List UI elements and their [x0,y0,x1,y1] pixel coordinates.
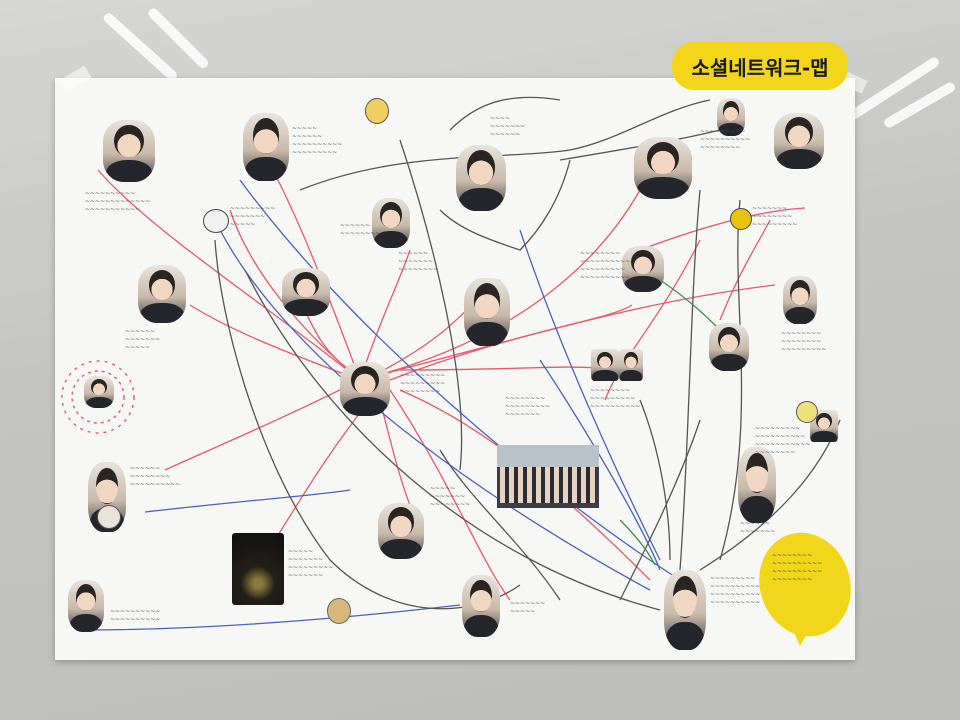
handwritten-note: ~~~~~~~~~~ ~~~~~~~~~~~~~ ~~~~~~~~~~~ [85,190,151,213]
rabbit-sticker-icon [365,98,389,124]
smiley-sticker-icon [203,209,229,233]
bear-sticker-icon [327,598,351,624]
handwritten-note: ~~~~~~~~~ ~~~~~~~~~~ ~~~~~~~~~~~ ~~~~~~~… [755,425,811,456]
handwritten-note: ~~~~~~~ ~~~~~~~~ ~~~~~~~~~ [752,205,798,228]
portrait-photo [68,580,104,632]
handwritten-note: ~~~~~~~~ ~~~~~~~~~~ ~~~~~~~~~ ~~~~~~~~~~ [580,250,631,281]
night-street-photo [232,533,284,605]
portrait-photo [717,98,745,136]
character-sticker-icon [97,505,121,529]
portrait-photo [84,376,114,408]
handwritten-note: ~~~~~ ~~~~~~ ~~~~~~~~~~ ~~~~~~~~~ [292,125,343,156]
portrait-photo [462,575,500,637]
handwritten-note: ~~~~~ ~~~~~~~ ~~~~~~~~ [430,485,471,508]
portrait-photo [783,276,817,324]
heart-doodles [61,360,135,434]
handwritten-note: ~~~~~~~~~ ~~~~~~~~~ ~~~~~~~~ [400,372,446,395]
face-sticker-icon [796,401,818,423]
handwritten-note: ~~~~~~~~ ~~~~~~~~ ~~~~~~~~~ [781,330,827,353]
handwritten-note: ~~~~~~ ~~~~~~~ [740,520,776,535]
handwritten-note: ~~~~~~ ~~~~~~~ ~~~~~ [125,328,161,351]
portrait-photo [138,265,186,323]
portrait-photo [372,198,410,248]
portrait-photo [456,145,506,211]
portrait-photo [619,349,643,381]
portrait-photo [591,349,619,381]
portrait-photo [282,268,330,316]
portrait-photo [774,113,824,169]
handwritten-note: ~~~~~~~ ~~~~~ [510,600,546,615]
handwritten-note: ~~~~~~~~~~ ~~~~~~~~~~ [110,608,161,623]
handwritten-note: ~~~~~~~~~ ~~~~~~~~~~~ ~~~~~~~~~~ ~~~~~~~… [710,575,766,606]
portrait-photo [810,410,838,442]
handwritten-note: ~~~~~~~~ ~~~~~~~~~ ~~~~~~~ [505,395,551,418]
portrait-photo [664,570,706,650]
portrait-photo [709,323,749,371]
portrait-photo [634,137,692,199]
speech-bubble-tail [792,628,810,646]
portrait-photo [378,503,424,559]
bubble-handwriting: ~~~~~~~~ ~~~~~~~~~~ ~~~~~~~~~~ ~~~~~~~~ [772,552,823,583]
handwritten-note: ~~~~~ ~~~~~~~ ~~~~~~~~~ ~~~~~~~ [288,548,334,579]
portrait-photo [622,246,664,292]
handwritten-note: ~~~~~~ ~~~~~~~ ~~~~~~~~ [398,250,439,273]
portrait-photo [738,447,776,523]
handwritten-note: ~~~~~~~~~ ~~~~~~~~~~ ~~~~~~~~ [700,128,751,151]
title-sticky-note: 소셜네트워크-맵 [672,42,848,90]
portrait-photo [464,278,510,346]
handwritten-note: ~~~~~~~~ ~~~~~~~~~ ~~~~~~~~~~ [590,387,641,410]
handwritten-note: ~~~~~~ ~~~~~~~~ ~~~~~~~~~~ [130,465,181,488]
handwritten-note: ~~~~ ~~~~~~~ ~~~~~~ [490,115,526,138]
group-photo [497,445,599,508]
handwritten-note: ~~~~~~ ~~~~~~~~ [340,222,381,237]
portrait-photo [243,113,289,181]
portrait-photo [103,120,155,182]
handwritten-note: ~~~~~~~~~ ~~~~~~~ ~~~~~ [230,205,276,228]
smiley-sticker-icon [730,208,752,230]
portrait-photo [340,362,390,416]
